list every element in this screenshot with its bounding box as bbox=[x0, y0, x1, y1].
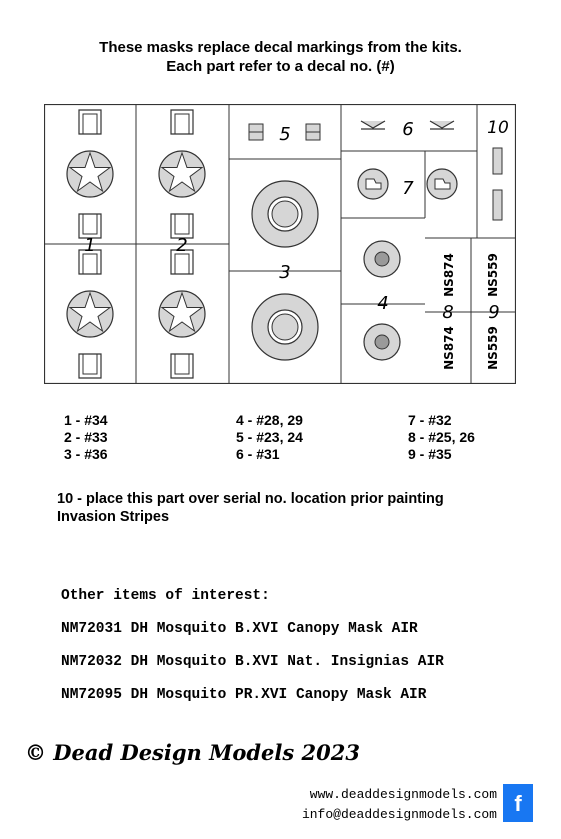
part-label-10: 10 bbox=[487, 118, 509, 138]
part-label-4: 4 bbox=[377, 293, 388, 314]
legend-column-3: 7 - #32 8 - #25, 26 9 - #35 bbox=[408, 412, 475, 463]
mask-roundel-4b bbox=[363, 323, 401, 361]
legend-item: 2 - #33 bbox=[64, 429, 108, 445]
part-label-6: 6 bbox=[402, 119, 413, 140]
part-label-8: 8 bbox=[442, 302, 453, 323]
legend-item: 7 - #32 bbox=[408, 412, 452, 428]
facebook-icon[interactable]: f bbox=[503, 784, 533, 822]
website-link[interactable]: www.deaddesignmodels.com bbox=[309, 787, 497, 802]
other-item: NM72031 DH Mosquito B.XVI Canopy Mask AI… bbox=[61, 621, 418, 637]
other-item: NM72032 DH Mosquito B.XVI Nat. Insignias… bbox=[61, 654, 444, 670]
mask-roundel-3a bbox=[251, 180, 319, 248]
other-item: NM72095 DH Mosquito PR.XVI Canopy Mask A… bbox=[61, 687, 427, 703]
header-line-2: Each part refer to a decal no. (#) bbox=[166, 58, 395, 75]
legend-item: 6 - #31 bbox=[236, 446, 280, 462]
other-items-heading: Other items of interest: bbox=[61, 588, 270, 604]
other-items: Other items of interest: NM72031 DH Mosq… bbox=[61, 588, 444, 720]
mask-sheet-diagram: 1 2 3 4 5 6 7 8 9 10 NS874 NS559 NS874 N… bbox=[44, 104, 516, 384]
legend-column-2: 4 - #28, 29 5 - #23, 24 6 - #31 bbox=[236, 412, 303, 463]
serial-8b: NS874 bbox=[442, 326, 456, 370]
legend-item: 1 - #34 bbox=[64, 412, 108, 428]
mask-roundel-4a bbox=[363, 240, 401, 278]
part-label-3: 3 bbox=[279, 262, 290, 283]
part-label-7: 7 bbox=[402, 178, 414, 199]
mask-6-pieces bbox=[360, 120, 455, 130]
legend-item: 5 - #23, 24 bbox=[236, 429, 303, 445]
mask-7-pieces bbox=[357, 168, 458, 200]
header-line-1: These masks replace decal markings from … bbox=[99, 39, 462, 56]
serial-9a: NS559 bbox=[486, 253, 500, 297]
legend-column-1: 1 - #34 2 - #33 3 - #36 bbox=[64, 412, 108, 463]
mask-5-pieces bbox=[248, 123, 321, 141]
email-link[interactable]: info@deaddesignmodels.com bbox=[301, 807, 497, 822]
header: These masks replace decal markings from … bbox=[0, 38, 561, 76]
part-label-9: 9 bbox=[488, 302, 499, 323]
part-label-1: 1 bbox=[84, 235, 95, 256]
mask-roundel-3b bbox=[251, 293, 319, 361]
copyright-text: © Dead Design Models 2023 bbox=[25, 740, 360, 765]
serial-8a: NS874 bbox=[442, 253, 456, 297]
contact-info: www.deaddesignmodels.com info@deaddesign… bbox=[302, 785, 497, 825]
legend-item: 3 - #36 bbox=[64, 446, 108, 462]
note-line-2: Invasion Stripes bbox=[57, 509, 170, 525]
mask-10-pieces bbox=[492, 147, 503, 221]
legend-item: 9 - #35 bbox=[408, 446, 452, 462]
note-line-1: 10 - place this part over serial no. loc… bbox=[57, 491, 444, 507]
legend-item: 4 - #28, 29 bbox=[236, 412, 303, 428]
legend-item: 8 - #25, 26 bbox=[408, 429, 475, 445]
part-label-2: 2 bbox=[176, 235, 187, 256]
serial-9b: NS559 bbox=[486, 326, 500, 370]
note-part-10: 10 - place this part over serial no. loc… bbox=[57, 490, 444, 526]
part-label-5: 5 bbox=[279, 124, 290, 145]
